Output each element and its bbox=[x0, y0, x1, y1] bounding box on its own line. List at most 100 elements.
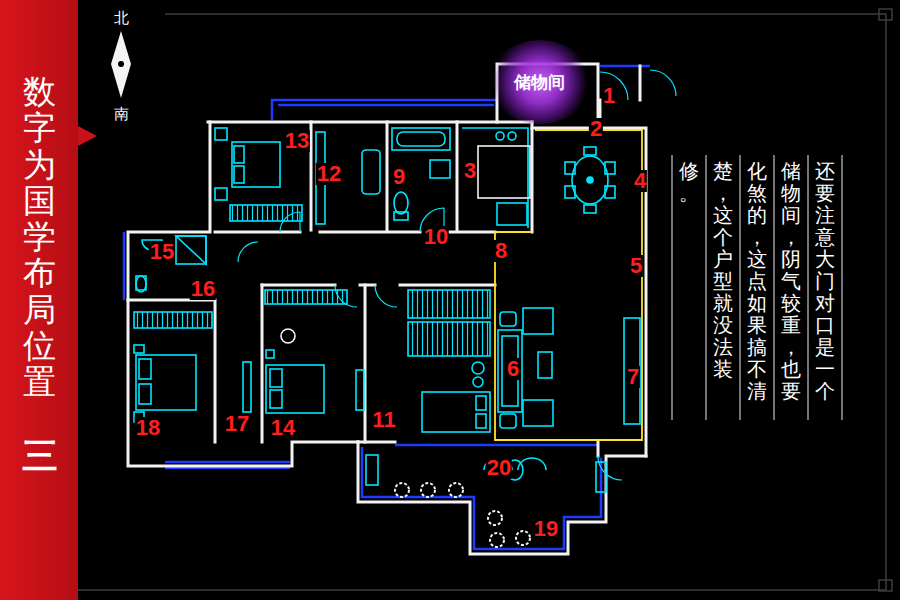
furniture bbox=[408, 322, 490, 356]
plant-symbol bbox=[421, 483, 435, 497]
furniture bbox=[176, 236, 206, 264]
plant-symbol bbox=[490, 533, 504, 547]
wall bbox=[600, 66, 640, 122]
furniture bbox=[136, 276, 146, 292]
furniture bbox=[397, 132, 445, 146]
page-frame bbox=[78, 9, 892, 591]
callout-number: 17 bbox=[224, 413, 250, 435]
band-title: 数字为国学布局位置 bbox=[23, 74, 56, 401]
furniture bbox=[473, 377, 483, 387]
furniture bbox=[270, 369, 282, 387]
furniture bbox=[394, 212, 408, 220]
compass-rose bbox=[111, 31, 131, 98]
wall bbox=[262, 284, 495, 287]
furniture bbox=[472, 362, 484, 374]
furniture bbox=[605, 186, 615, 198]
furniture bbox=[265, 290, 347, 304]
furniture bbox=[134, 312, 212, 328]
furniture bbox=[496, 132, 504, 140]
furniture bbox=[565, 162, 575, 174]
room-name: 储物间 bbox=[514, 71, 565, 94]
wall bbox=[215, 285, 365, 442]
furniture bbox=[500, 414, 516, 428]
wall bbox=[532, 128, 646, 456]
furniture bbox=[356, 370, 364, 410]
furniture bbox=[476, 414, 486, 428]
compass-letter: 南 bbox=[114, 106, 129, 123]
furniture bbox=[234, 166, 244, 183]
furniture bbox=[422, 392, 490, 432]
callout-number: 5 bbox=[629, 255, 643, 277]
furniture bbox=[394, 192, 408, 214]
band-pointer bbox=[78, 126, 97, 146]
furniture bbox=[476, 396, 486, 410]
page-frame bbox=[78, 14, 886, 590]
door-swing bbox=[238, 70, 676, 480]
wall bbox=[215, 231, 495, 234]
furniture bbox=[497, 203, 527, 225]
furniture bbox=[136, 355, 196, 410]
column-rule bbox=[672, 155, 842, 420]
door-swing bbox=[238, 242, 258, 262]
furniture bbox=[498, 330, 522, 412]
furniture bbox=[538, 352, 552, 378]
furniture bbox=[462, 128, 528, 228]
furniture bbox=[134, 128, 640, 492]
door-swing bbox=[598, 456, 622, 480]
wall bbox=[358, 442, 646, 554]
window-line bbox=[272, 100, 497, 120]
wall bbox=[597, 442, 600, 456]
callout-number: 12 bbox=[316, 163, 342, 185]
furniture bbox=[596, 462, 606, 492]
callout-number: 15 bbox=[149, 241, 175, 263]
furniture bbox=[176, 236, 206, 264]
furniture bbox=[366, 455, 378, 485]
furniture bbox=[230, 205, 302, 221]
furniture bbox=[500, 312, 516, 326]
callout-number: 7 bbox=[626, 366, 640, 388]
band-mark: 三 bbox=[22, 438, 58, 474]
callout-number: 4 bbox=[633, 170, 647, 192]
page-frame bbox=[879, 580, 892, 591]
compass-rose bbox=[118, 61, 124, 67]
furniture bbox=[523, 400, 553, 426]
furniture bbox=[478, 146, 530, 198]
furniture bbox=[392, 128, 450, 150]
furniture bbox=[523, 308, 553, 334]
title-band bbox=[0, 0, 78, 600]
plant-symbol bbox=[395, 483, 530, 547]
furniture bbox=[243, 362, 251, 412]
compass-letter: 北 bbox=[114, 10, 129, 27]
wall bbox=[208, 121, 532, 124]
callout-number: 11 bbox=[371, 409, 396, 431]
furniture bbox=[281, 329, 295, 343]
callout-number: 16 bbox=[190, 278, 216, 300]
window-line bbox=[123, 232, 126, 300]
callout-number: 10 bbox=[423, 226, 449, 248]
callout-number: 8 bbox=[494, 240, 508, 262]
furniture bbox=[266, 350, 274, 358]
furniture bbox=[232, 142, 280, 187]
compass-rose bbox=[111, 31, 131, 98]
furniture bbox=[266, 365, 324, 413]
furniture bbox=[215, 188, 227, 200]
wall bbox=[358, 441, 395, 444]
furniture bbox=[430, 160, 450, 178]
window-line bbox=[600, 65, 650, 68]
window-line bbox=[278, 104, 494, 107]
callout-number: 19 bbox=[533, 518, 559, 540]
furniture bbox=[584, 147, 596, 155]
page-frame bbox=[879, 9, 892, 20]
furniture bbox=[605, 162, 615, 174]
plant-symbol bbox=[516, 531, 530, 545]
furniture bbox=[139, 359, 151, 379]
callout-number: 18 bbox=[135, 417, 161, 439]
furniture bbox=[215, 128, 227, 140]
door-swing bbox=[650, 70, 676, 96]
furniture bbox=[584, 205, 596, 213]
zone-outline bbox=[495, 130, 642, 440]
wall bbox=[128, 122, 358, 466]
column-rule bbox=[672, 155, 842, 420]
furniture bbox=[587, 177, 593, 183]
